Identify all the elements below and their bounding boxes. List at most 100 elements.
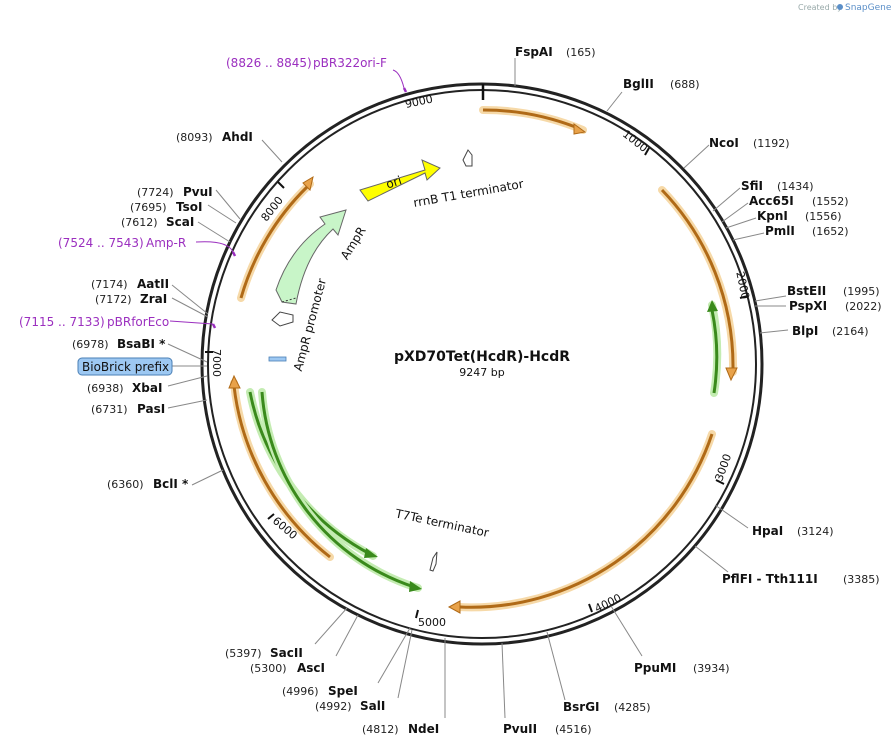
restriction-sites: FspAI (165) BglII (688) NcoI (1192) SfiI… [72, 45, 882, 736]
biobrick-label-box [77, 357, 173, 376]
orf-arrowhead-icon [725, 367, 738, 382]
site-position: (3934) [693, 662, 730, 675]
site-position: (4516) [555, 723, 592, 736]
plasmid-name: pXD70Tet(HcdR)-HcdR [394, 349, 570, 365]
site-position: (6938) [87, 382, 124, 395]
site-position: (7174) [91, 278, 128, 291]
site-name: BsrGI [563, 700, 600, 714]
gene-arrowhead-icon [364, 548, 378, 558]
tick-mark [715, 479, 725, 485]
site-name: PflFI - Tth111I [722, 572, 818, 586]
tick-mark [644, 147, 650, 156]
site-name: PpuMI [634, 661, 676, 675]
site-position: (1192) [753, 137, 790, 150]
primer-name: pBR322ori-F [313, 56, 387, 70]
leader-lines [167, 58, 789, 719]
site-name: SacII [270, 646, 303, 660]
rrnb-terminator-icon [462, 149, 473, 167]
site-position: (7695) [130, 201, 167, 214]
tick-mark [588, 603, 593, 613]
gene-arrowhead-icon [707, 300, 718, 312]
site-name: SalI [360, 699, 385, 713]
site-name: NdeI [408, 722, 439, 736]
tick-mark [739, 295, 749, 299]
site-position: (4285) [614, 701, 651, 714]
site-name: HpaI [752, 524, 783, 538]
site-position: (165) [566, 46, 596, 59]
primer-leaders [169, 69, 405, 325]
t7te-label: T7Te terminator [393, 506, 490, 540]
site-name: KpnI [757, 209, 788, 223]
gene-glow [258, 388, 422, 592]
site-position: (688) [670, 78, 700, 91]
site-name: BclI * [153, 477, 189, 491]
site-name: PmlI [765, 224, 795, 238]
gene-arc [710, 309, 719, 394]
site-position: (1995) [843, 285, 880, 298]
site-name: TsoI [176, 200, 202, 214]
tick-label: 2000 [733, 270, 752, 300]
orf-glow [658, 186, 738, 376]
site-name: BglII [623, 77, 654, 91]
primer-range: (8826 .. 8845) [226, 56, 312, 70]
ori-feature-arrow [359, 159, 441, 202]
ampr-feature-arrow [275, 209, 347, 305]
primers: (8826 .. 8845) pBR322ori-F (7524 .. 7543… [19, 56, 387, 329]
primer-name: pBRforEco [107, 315, 169, 329]
site-name: SfiI [741, 179, 763, 193]
site-position: (2022) [845, 300, 882, 313]
biobrick-feature-bar [268, 356, 287, 362]
primer-name: Amp-R [146, 236, 186, 250]
rrnb-label: rrnB T1 terminator [412, 177, 524, 210]
site-name: Acc65I [749, 194, 794, 208]
tick-label: 7000 [210, 349, 223, 377]
site-position: (7612) [121, 216, 158, 229]
site-name: AscI [297, 661, 325, 675]
credit-brand: SnapGene [845, 3, 892, 13]
ampr-dotted-edge [281, 297, 297, 303]
primer-mark [231, 251, 237, 257]
site-name: AatII [137, 277, 169, 291]
site-position: (3385) [843, 573, 880, 586]
tick-mark [277, 181, 285, 189]
gene-features [246, 300, 722, 592]
site-name: FspAI [515, 45, 553, 59]
site-position: (1434) [777, 180, 814, 193]
primer-mark [211, 323, 217, 329]
site-name: NcoI [709, 136, 739, 150]
site-position: (8093) [176, 131, 213, 144]
orf-glow [479, 105, 587, 134]
site-position: (5300) [250, 662, 287, 675]
site-name: BlpI [792, 324, 818, 338]
orf-arrowhead-icon [573, 123, 587, 135]
primer-mark [402, 87, 408, 93]
orf-features [228, 105, 738, 614]
site-name: BstEII [787, 284, 826, 298]
orf-arc [459, 433, 714, 609]
t7te-terminator-icon [429, 551, 438, 572]
site-position: (4992) [315, 700, 352, 713]
site-position: (6731) [91, 403, 128, 416]
site-position: (4996) [282, 685, 319, 698]
site-position: (4812) [362, 723, 399, 736]
snapgene-logo-icon [837, 4, 843, 10]
site-name: PasI [137, 402, 165, 416]
site-name: SpeI [328, 684, 358, 698]
tick-mark [267, 513, 275, 520]
tick-label: 5000 [418, 616, 446, 629]
ampr-promoter-arrow [271, 311, 294, 327]
site-position: (1556) [805, 210, 842, 223]
site-position: (1552) [812, 195, 849, 208]
site-name: ScaI [166, 215, 194, 229]
site-position: (6360) [107, 478, 144, 491]
ampr-label: AmpR [338, 224, 369, 262]
tick-label: 1000 [620, 127, 650, 154]
orf-arc [482, 108, 579, 130]
orf-arc [232, 385, 331, 559]
orf-arrowhead-icon [228, 374, 241, 389]
site-position: (3124) [797, 525, 834, 538]
site-name: PvuII [503, 722, 537, 736]
gene-arc [260, 391, 415, 589]
site-position: (7724) [137, 186, 174, 199]
